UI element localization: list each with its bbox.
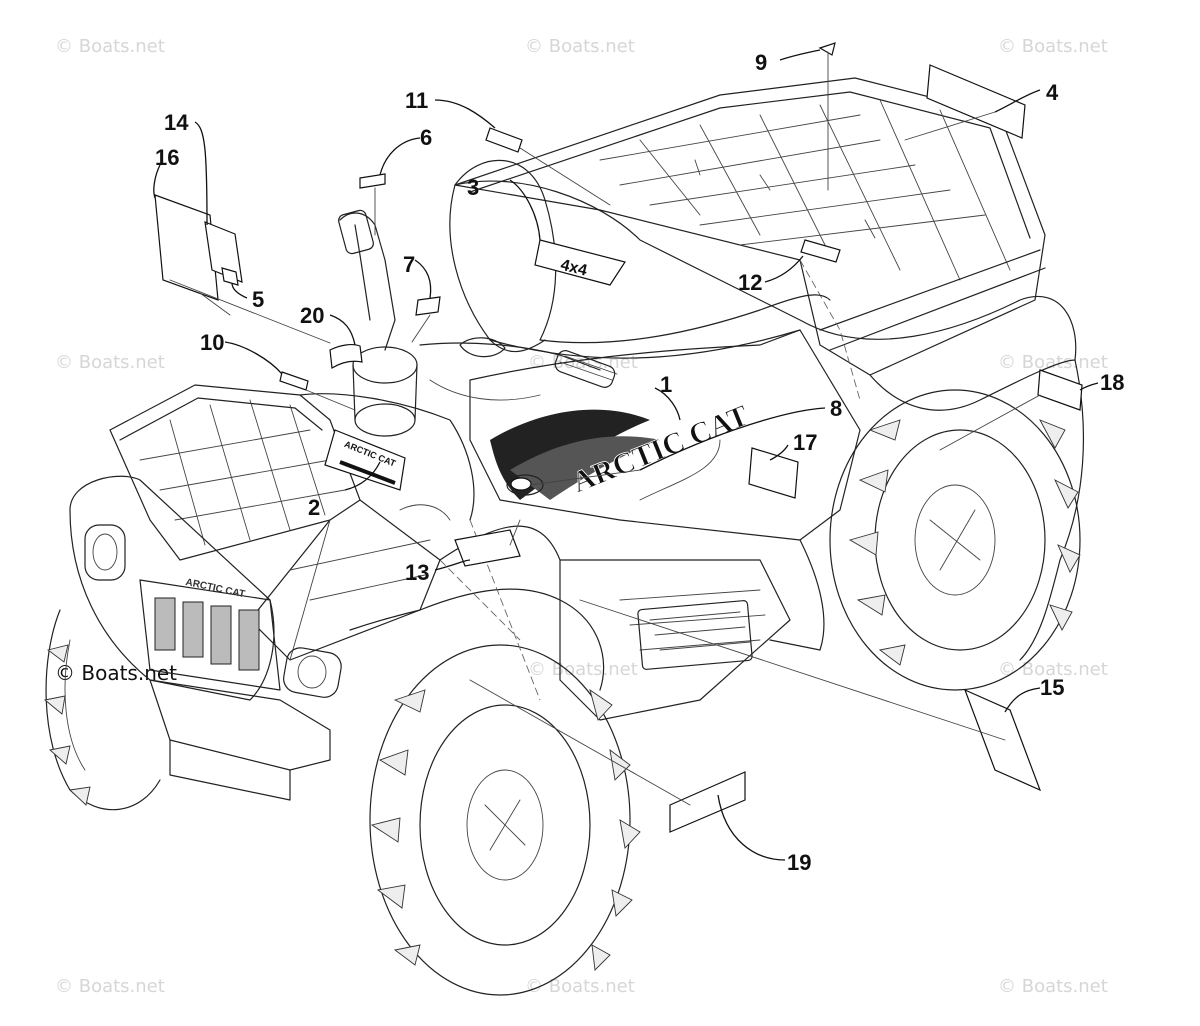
grille-badge-text: ARCTIC CAT xyxy=(185,577,246,600)
callout-17: 17 xyxy=(793,430,817,455)
callout-4: 4 xyxy=(1046,80,1059,105)
callout-8: 8 xyxy=(830,396,842,421)
leader-lines xyxy=(153,49,1099,861)
callout-7: 7 xyxy=(403,252,415,277)
watermark: © Boats.net xyxy=(55,352,165,373)
decal-19 xyxy=(669,771,746,833)
decal-pieces xyxy=(154,42,1083,833)
callout-9: 9 xyxy=(755,50,767,75)
front-left-wheel xyxy=(369,644,641,996)
callout-6: 6 xyxy=(420,125,432,150)
rear-wheel xyxy=(829,389,1081,691)
decal-10 xyxy=(279,371,309,391)
footrest xyxy=(559,559,791,721)
atv-line-art: 4x4 ARCTIC CAT xyxy=(43,77,1084,996)
decal-9 xyxy=(818,42,836,56)
watermark: © Boats.net xyxy=(525,36,635,57)
watermarks: © Boats.net © Boats.net © Boats.net © Bo… xyxy=(55,36,1108,997)
watermark: © Boats.net xyxy=(525,976,635,997)
decal-5 xyxy=(221,267,239,286)
decal-8-emblem xyxy=(510,477,532,491)
decal-11 xyxy=(485,127,523,153)
front-rack xyxy=(109,384,441,661)
decal-16 xyxy=(154,194,219,301)
watermark: © Boats.net xyxy=(55,976,165,997)
callout-11: 11 xyxy=(405,88,428,113)
callout-18: 18 xyxy=(1100,370,1124,395)
callout-20: 20 xyxy=(300,303,324,328)
decal-6 xyxy=(359,173,386,189)
callout-12: 12 xyxy=(738,270,762,295)
tank-badge-text: 4x4 xyxy=(559,257,589,280)
callout-19: 19 xyxy=(787,850,811,875)
callout-13: 13 xyxy=(405,560,429,585)
callout-10: 10 xyxy=(200,330,224,355)
watermark: © Boats.net xyxy=(528,659,638,680)
front-hood: ARCTIC CAT xyxy=(299,393,475,521)
callout-5: 5 xyxy=(252,287,264,312)
decal-17 xyxy=(748,447,799,499)
grille-slats xyxy=(154,597,260,671)
callout-14: 14 xyxy=(164,110,189,135)
decal-20 xyxy=(329,344,363,369)
decal-7 xyxy=(415,296,441,316)
watermark: © Boats.net xyxy=(998,36,1108,57)
handlebars xyxy=(338,209,618,437)
callout-16: 16 xyxy=(155,145,179,170)
watermark: © Boats.net xyxy=(998,352,1108,373)
decal-13 xyxy=(454,529,521,567)
seat-and-tank: 4x4 xyxy=(449,159,831,359)
decal-18 xyxy=(1037,369,1083,411)
watermark: © Boats.net xyxy=(55,36,165,57)
decal-15 xyxy=(963,688,1042,792)
front-right-wheel xyxy=(43,609,161,811)
decal-4 xyxy=(926,64,1026,139)
decal-12 xyxy=(800,239,841,263)
callout-15: 15 xyxy=(1040,675,1064,700)
callout-3: 3 xyxy=(467,175,479,200)
front-bumper: ARCTIC CAT xyxy=(69,475,342,801)
callout-2: 2 xyxy=(308,495,320,520)
callout-1: 1 xyxy=(660,372,672,397)
watermark: © Boats.net xyxy=(998,976,1108,997)
callout-numbers: 1 2 3 4 5 6 7 8 9 10 11 12 13 14 15 16 1… xyxy=(155,50,1124,875)
rear-rack xyxy=(454,77,1046,376)
decal-14 xyxy=(204,221,243,283)
